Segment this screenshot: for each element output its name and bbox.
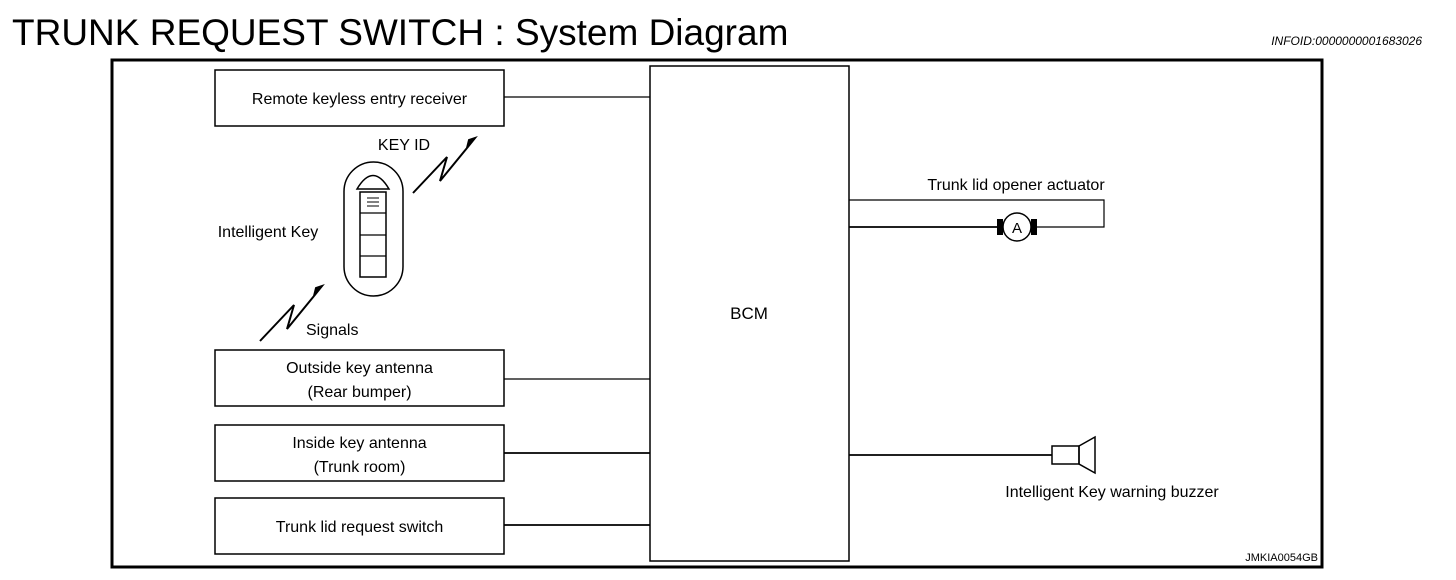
- key-id-signal-icon: [412, 135, 478, 194]
- trunk-lid-opener-actuator-label: Trunk lid opener actuator: [927, 177, 1105, 194]
- actuator-wire-loop: [849, 199, 1105, 228]
- diagram-frame: [110, 58, 1324, 569]
- inside-key-antenna-block: Inside key antenna (Trunk room): [214, 424, 650, 482]
- signals-signal-icon: [259, 283, 325, 342]
- bcm-box: [649, 65, 850, 562]
- intelligent-key-label: Intelligent Key: [218, 224, 319, 241]
- inside-key-antenna-line1: Inside key antenna: [292, 435, 426, 452]
- remote-keyless-receiver-label: Remote keyless entry receiver: [252, 91, 468, 108]
- info-id: INFOID:0000000001683026: [1271, 34, 1422, 48]
- intelligent-key-fob-icon: [343, 161, 404, 297]
- warning-buzzer-block: Intelligent Key warning buzzer: [849, 435, 1219, 501]
- remote-keyless-receiver-block: Remote keyless entry receiver: [214, 69, 650, 127]
- inside-key-antenna-line2: (Trunk room): [314, 459, 406, 476]
- warning-buzzer-label: Intelligent Key warning buzzer: [1005, 484, 1219, 501]
- signals-label: Signals: [306, 322, 358, 339]
- trunk-lid-request-switch-block: Trunk lid request switch: [214, 497, 650, 555]
- trunk-lid-request-switch-box: [214, 497, 505, 555]
- buzzer-icon: [1051, 435, 1096, 475]
- outside-key-antenna-block: Outside key antenna (Rear bumper): [214, 349, 650, 407]
- key-id-label: KEY ID: [378, 137, 430, 154]
- outside-key-antenna-line2: (Rear bumper): [307, 384, 411, 401]
- bcm-label: BCM: [730, 304, 768, 323]
- figure-code: JMKIA0054GB: [1245, 552, 1318, 564]
- motor-symbol: A: [1012, 220, 1022, 237]
- page-title: TRUNK REQUEST SWITCH : System Diagram: [12, 12, 789, 53]
- motor-icon: A: [997, 212, 1037, 242]
- trunk-lid-request-switch-label: Trunk lid request switch: [276, 519, 443, 536]
- trunk-lid-opener-actuator-block: Trunk lid opener actuator A: [849, 177, 1105, 242]
- outside-key-antenna-line1: Outside key antenna: [286, 360, 433, 377]
- outside-key-antenna-box: [214, 349, 505, 407]
- remote-keyless-receiver-box: [214, 69, 505, 127]
- bcm-block: BCM: [649, 65, 850, 562]
